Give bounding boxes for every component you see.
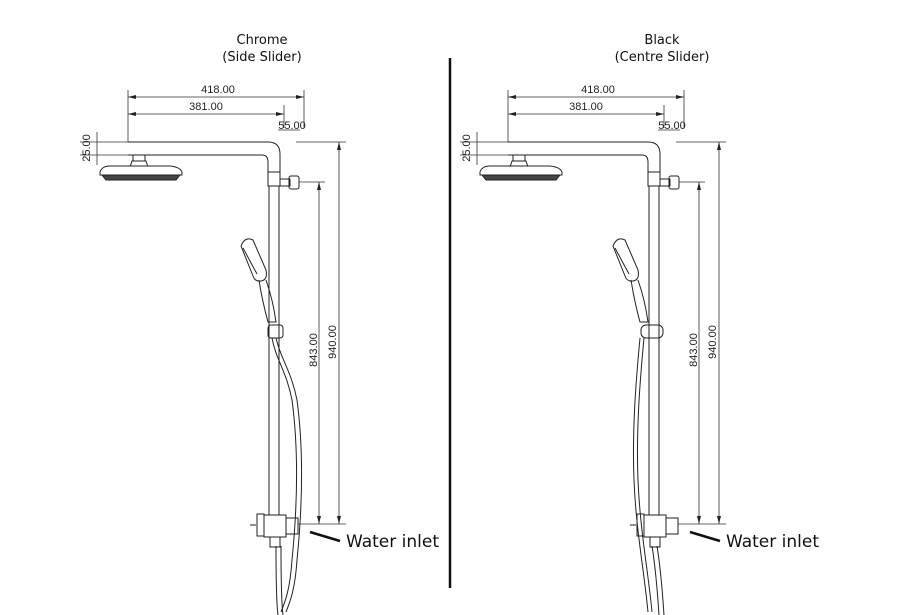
chrome-title-slider: (Side Slider) — [222, 50, 302, 65]
black-title-slider: (Centre Slider) — [614, 50, 710, 65]
overall-width-label: 418.00 — [201, 84, 235, 96]
overall-width-label: 418.00 — [581, 84, 615, 96]
head-thickness-label: 25.00 — [461, 134, 473, 162]
water-inlet-pointer — [309, 530, 341, 543]
head-thickness-label: 25.00 — [81, 134, 93, 162]
diverter-valve — [250, 513, 299, 548]
hand-shower — [240, 238, 277, 323]
chrome-shower-drawing: 418.00 381.00 55.00 25.00 — [80, 84, 346, 615]
arm-length-label: 381.00 — [189, 101, 223, 113]
centre-slider — [640, 324, 664, 339]
chrome-title-finish: Chrome — [236, 33, 288, 48]
height-dimensions — [296, 141, 346, 525]
slide-height-label: 843.00 — [308, 333, 320, 367]
side-slider — [267, 324, 284, 339]
riser-rail — [647, 171, 680, 515]
shower-hose — [632, 337, 665, 615]
black-title-finish: Black — [644, 33, 680, 48]
head-thickness-dimension — [460, 132, 510, 165]
black-water-inlet-label: Water inlet — [726, 532, 819, 552]
width-dimension — [507, 90, 685, 142]
arm-length-label: 381.00 — [569, 101, 603, 113]
shower-arm — [508, 141, 661, 178]
overall-height-label: 940.00 — [327, 325, 339, 359]
width-dimension — [127, 90, 305, 142]
black-panel-title: Black (Centre Slider) — [562, 32, 762, 66]
shower-arm — [128, 141, 281, 178]
water-inlet-pointer — [689, 530, 721, 543]
chrome-panel-title: Chrome (Side Slider) — [162, 32, 362, 66]
shower-hose — [271, 337, 303, 615]
hand-shower — [612, 238, 649, 323]
height-dimensions — [676, 141, 726, 525]
diverter-valve — [630, 513, 679, 548]
riser-rail — [267, 171, 300, 515]
shower-head — [99, 154, 183, 181]
chrome-water-inlet-label: Water inlet — [346, 532, 439, 552]
shower-head — [479, 154, 563, 181]
offset-label: 55.00 — [278, 120, 306, 132]
head-thickness-dimension — [80, 132, 130, 165]
offset-label: 55.00 — [658, 120, 686, 132]
black-shower-drawing: 418.00 381.00 55.00 25.00 — [460, 84, 726, 615]
slide-height-label: 843.00 — [688, 333, 700, 367]
overall-height-label: 940.00 — [707, 325, 719, 359]
